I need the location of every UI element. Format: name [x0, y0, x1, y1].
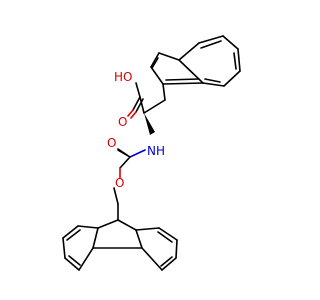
- azulene-five-ring: [150, 52, 204, 85]
- azulene-seven-ring: [178, 35, 241, 87]
- amine-label: NH: [147, 144, 165, 158]
- fluorene-left-benzene: [62, 225, 99, 271]
- side-chain: [143, 83, 166, 114]
- fluorene-five-ring: [92, 219, 143, 249]
- fluorene-right-benzene: [135, 227, 178, 271]
- ester-oxygen-label: O: [115, 176, 124, 190]
- carboxyl-group: [127, 82, 145, 119]
- carboxyl-oxygen-label: O: [118, 115, 127, 129]
- carbamate-group: [113, 148, 146, 221]
- carbamate-oxygen-label: O: [107, 136, 116, 150]
- hydroxyl-label: HO: [114, 70, 132, 84]
- fmoc-azulenylalanine-structure: HO O NH O O: [62, 35, 241, 271]
- stereo-wedge-bond: [144, 113, 155, 135]
